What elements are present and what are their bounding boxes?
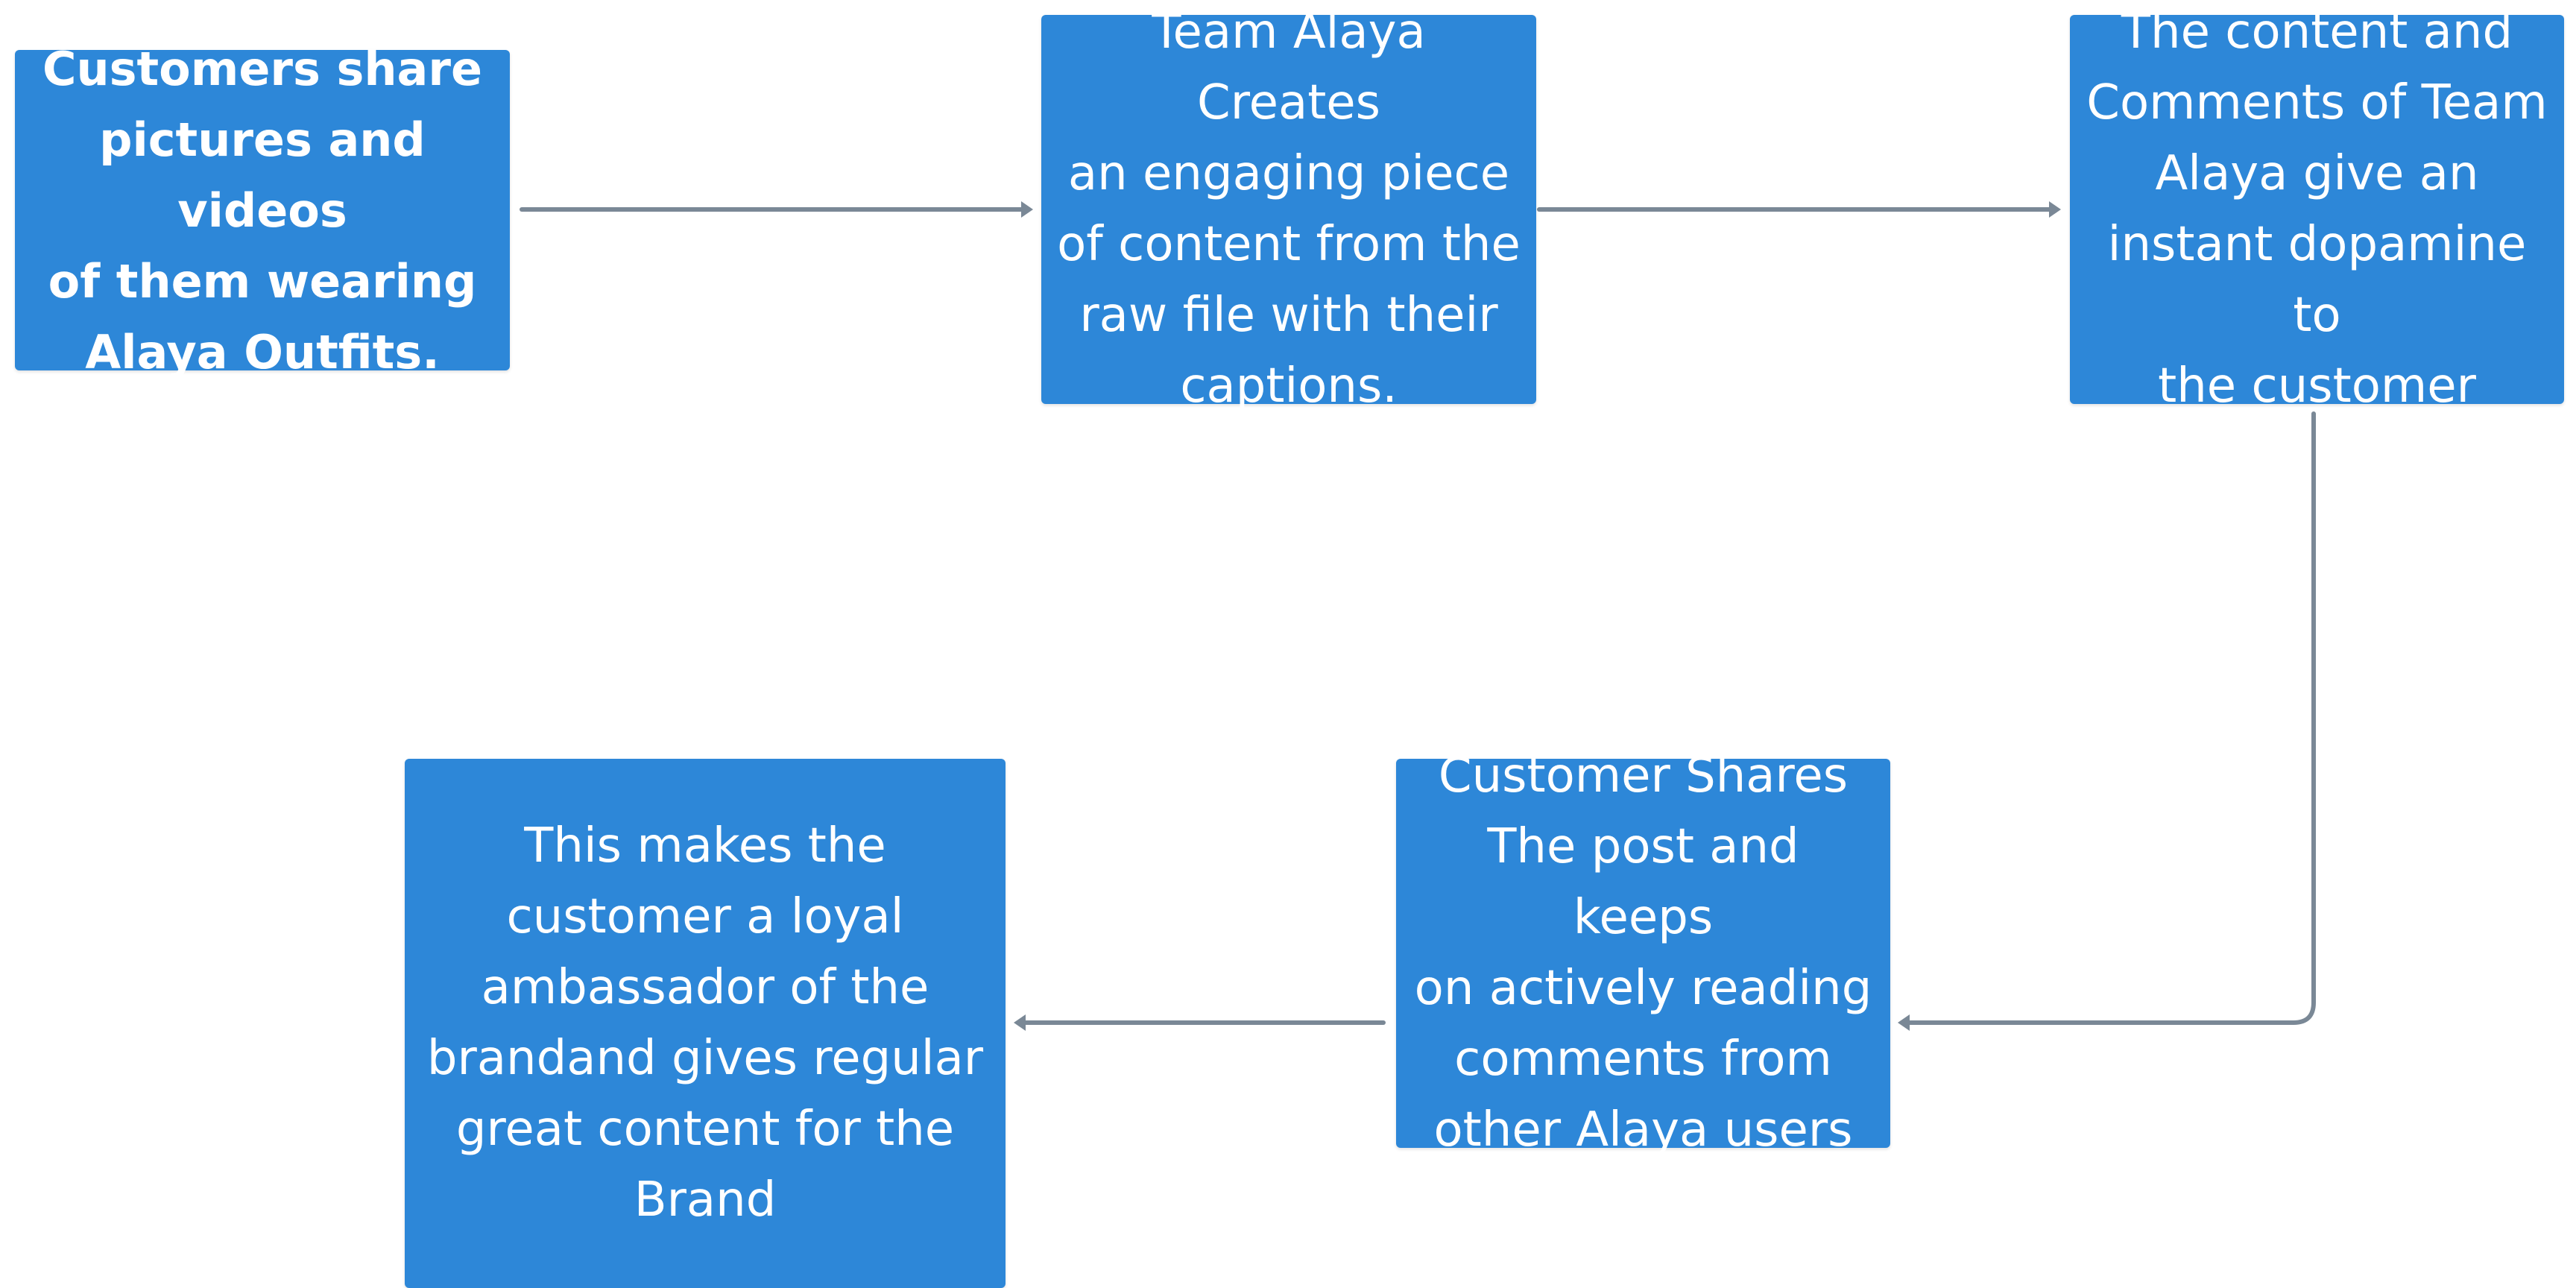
flow-node-label: Team Alaya Creates an engaging piece of … <box>1057 4 1521 414</box>
arrowhead-2-to-3 <box>2049 201 2061 218</box>
flow-node-customer-shares: Customer Shares The post and keeps on ac… <box>1396 748 1890 1158</box>
flow-node-label: The content and Comments of Team Alaya g… <box>2086 4 2548 414</box>
flow-node-label: Customer Shares The post and keeps on ac… <box>1414 748 1872 1158</box>
flow-node-loyal-ambassador: This makes the customer a loyal ambassad… <box>405 759 1006 1288</box>
connector-3-to-4 <box>1906 411 2316 1025</box>
arrowhead-1-to-2 <box>1021 201 1033 218</box>
flow-node-dopamine: The content and Comments of Team Alaya g… <box>2070 4 2564 414</box>
flow-node-label: This makes the customer a loyal ambassad… <box>426 818 984 1228</box>
arrowhead-3-to-4 <box>1898 1014 1910 1031</box>
flow-node-team-creates-content: Team Alaya Creates an engaging piece of … <box>1041 4 1536 414</box>
flow-node-label: Customers share pictures and videos of t… <box>42 41 482 379</box>
flow-node-customers-share: Customers share pictures and videos of t… <box>15 42 510 379</box>
arrowhead-4-to-5 <box>1014 1014 1026 1031</box>
